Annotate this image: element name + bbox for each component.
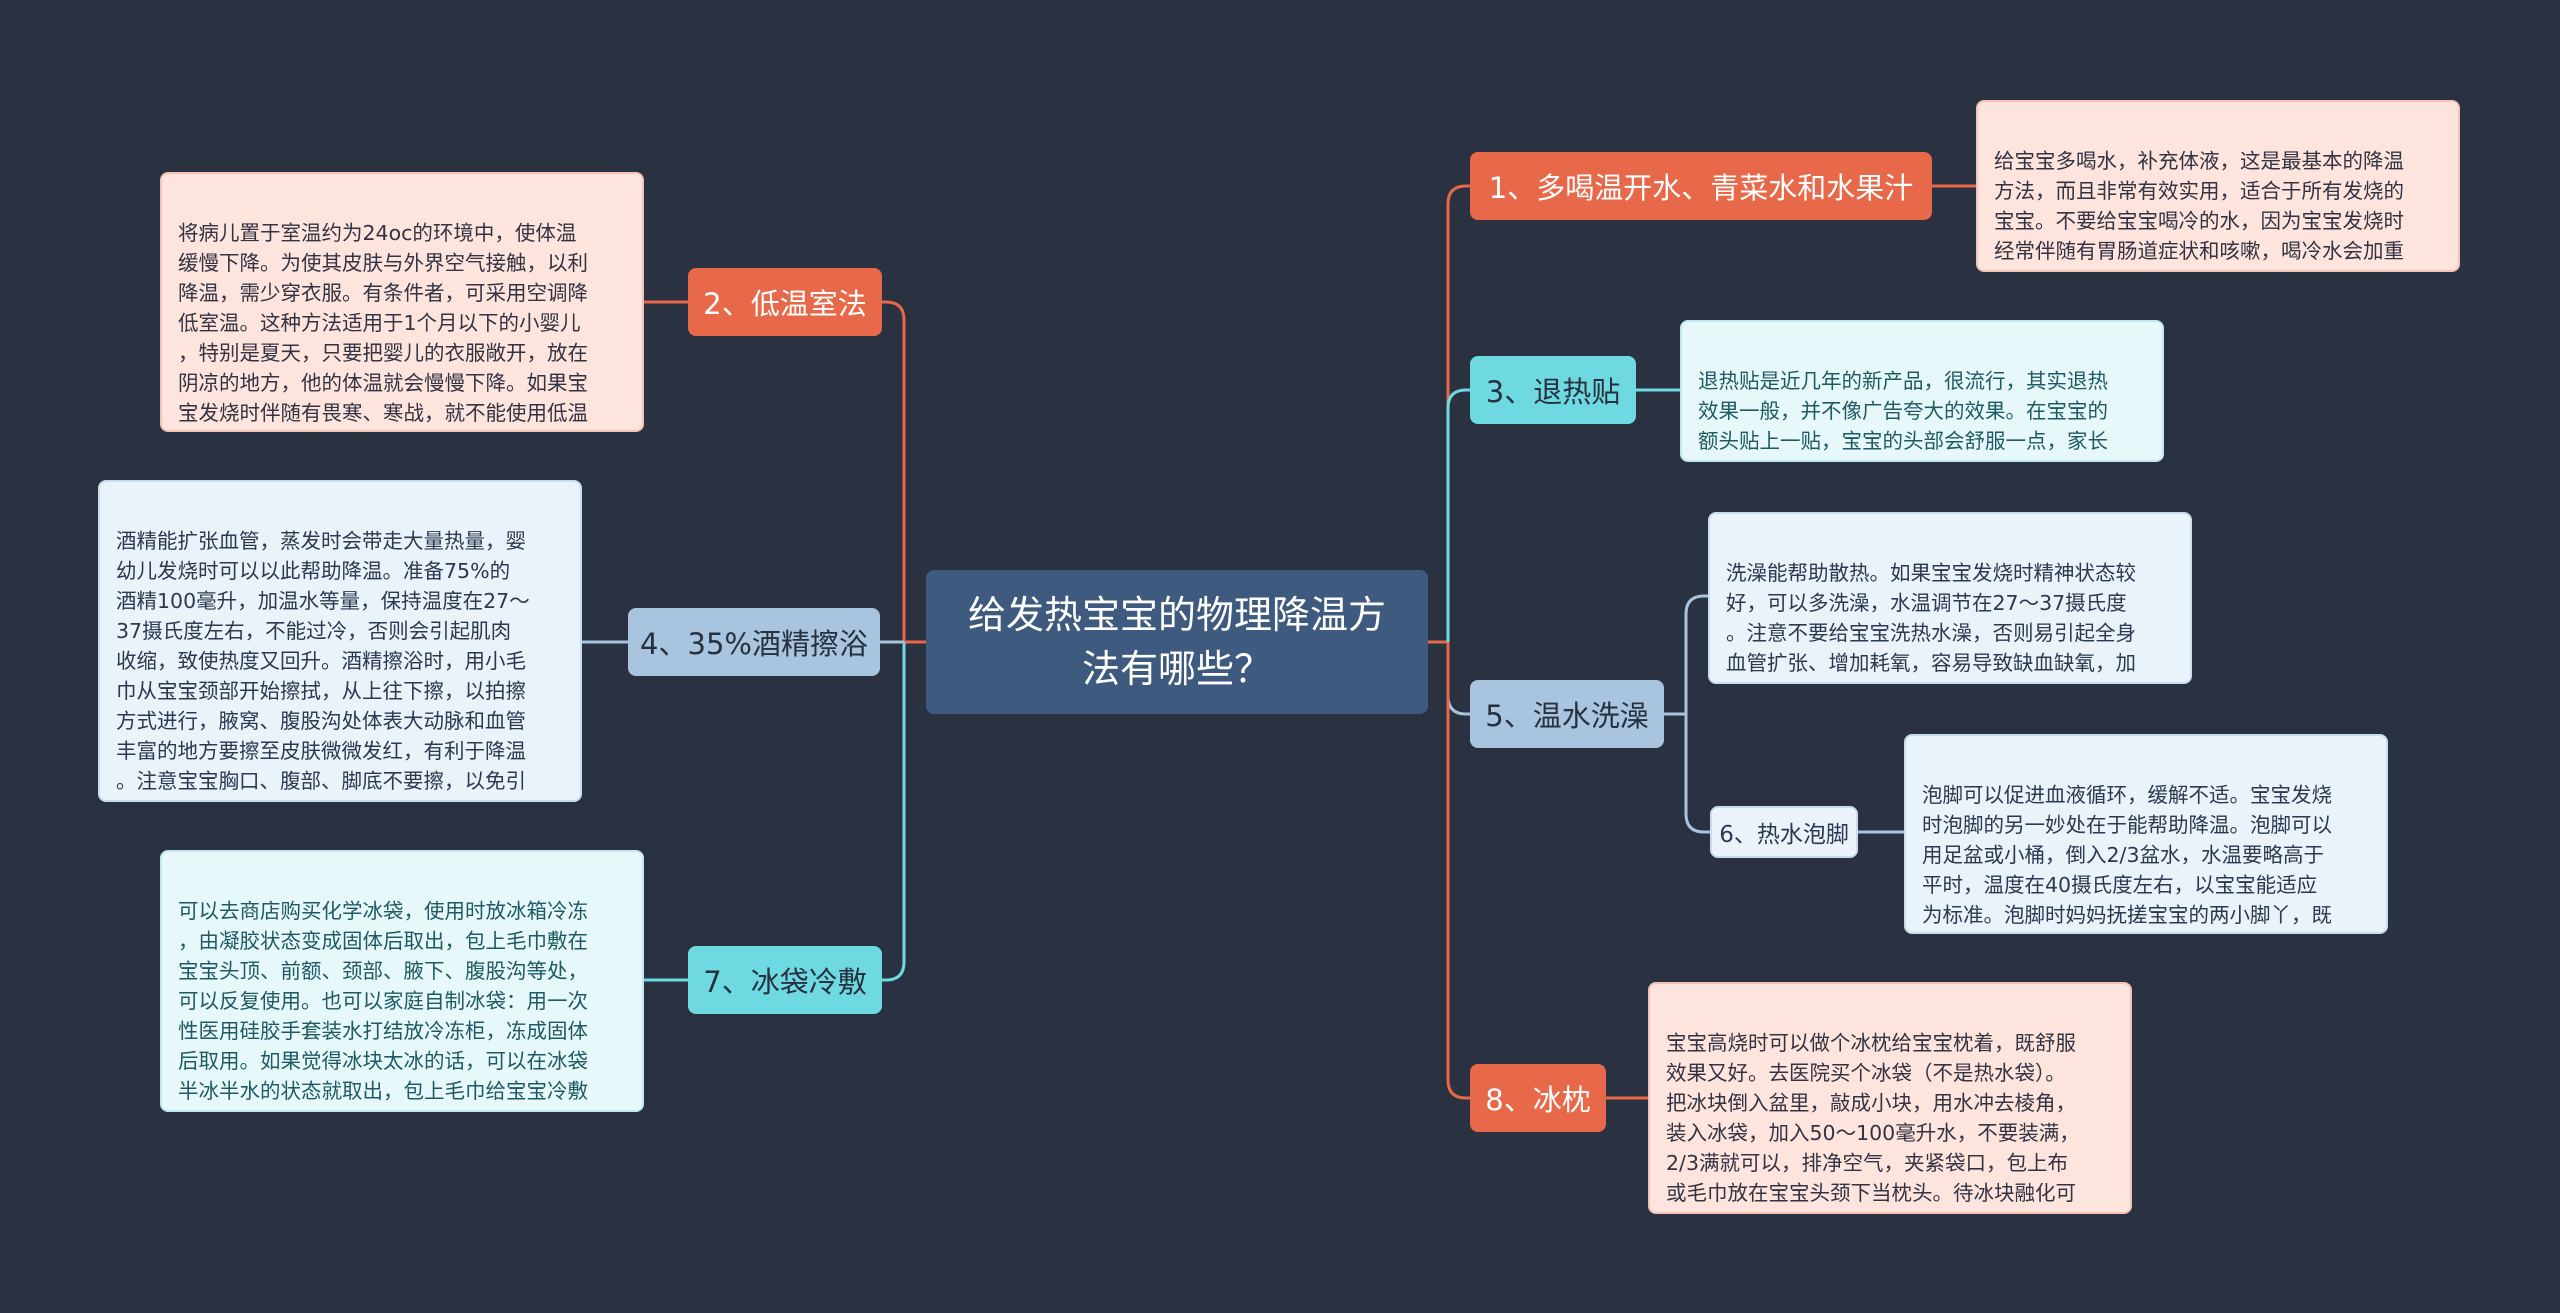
connector-note-5 (1684, 594, 1708, 714)
note-text: 给宝宝多喝水，补充体液，这是最基本的降温 方法，而且非常有效实用，适合于所有发烧… (1994, 149, 2404, 270)
note-text: 酒精能扩张血管，蒸发时会带走大量热量，婴 幼儿发烧时可以以此帮助降温。准备75%… (116, 529, 530, 800)
connector-branch-7 (882, 642, 906, 982)
connector-branch-1 (1446, 184, 1470, 642)
branch-ice-pack[interactable]: 7、冰袋冷敷 (688, 946, 882, 1014)
branch-foot-soak[interactable]: 6、热水泡脚 (1710, 806, 1858, 858)
note-foot-soak: 泡脚可以促进血液循环，缓解不适。宝宝发烧 时泡脚的另一妙处在于能帮助降温。泡脚可… (1904, 734, 2388, 934)
note-drink-warm-water: 给宝宝多喝水，补充体液，这是最基本的降温 方法，而且非常有效实用，适合于所有发烧… (1976, 100, 2460, 272)
note-text: 泡脚可以促进血液循环，缓解不适。宝宝发烧 时泡脚的另一妙处在于能帮助降温。泡脚可… (1922, 783, 2332, 927)
note-low-room-temperature: 将病儿置于室温约为24oc的环境中，使体温 缓慢下降。为使其皮肤与外界空气接触，… (160, 172, 644, 432)
connector-branch-2 (882, 300, 906, 642)
central-topic[interactable]: 给发热宝宝的物理降温方法有哪些？ (926, 570, 1428, 714)
note-text: 退热贴是近几年的新产品，很流行，其实退热 效果一般，并不像广告夸大的效果。在宝宝… (1698, 369, 2108, 460)
note-alcohol-rub: 酒精能扩张血管，蒸发时会带走大量热量，婴 幼儿发烧时可以以此帮助降温。准备75%… (98, 480, 582, 802)
note-fever-patch: 退热贴是近几年的新产品，很流行，其实退热 效果一般，并不像广告夸大的效果。在宝宝… (1680, 320, 2164, 462)
note-text: 将病儿置于室温约为24oc的环境中，使体温 缓慢下降。为使其皮肤与外界空气接触，… (178, 221, 588, 425)
branch-low-room-temperature[interactable]: 2、低温室法 (688, 268, 882, 336)
branch-label: 2、低温室法 (703, 287, 867, 321)
connector-branch-5 (1446, 642, 1470, 716)
branch-label: 4、35%酒精擦浴 (640, 627, 868, 661)
branch-drink-warm-water[interactable]: 1、多喝温开水、青菜水和水果汁 (1470, 152, 1932, 220)
note-text: 洗澡能帮助散热。如果宝宝发烧时精神状态较 好，可以多洗澡，水温调节在27～37摄… (1726, 561, 2136, 682)
note-ice-pack: 可以去商店购买化学冰袋，使用时放冰箱冷冻 ，由凝胶状态变成固体后取出，包上毛巾敷… (160, 850, 644, 1112)
branch-warm-bath[interactable]: 5、温水洗澡 (1470, 680, 1664, 748)
branch-label: 5、温水洗澡 (1485, 699, 1649, 733)
note-text: 宝宝高烧时可以做个冰枕给宝宝枕着，既舒服 效果又好。去医院买个冰袋（不是热水袋）… (1666, 1031, 2080, 1212)
connector-branch-8 (1446, 642, 1470, 1100)
note-ice-pillow: 宝宝高烧时可以做个冰枕给宝宝枕着，既舒服 效果又好。去医院买个冰袋（不是热水袋）… (1648, 982, 2132, 1214)
branch-label: 1、多喝温开水、青菜水和水果汁 (1488, 171, 1914, 205)
branch-label: 3、退热贴 (1485, 375, 1621, 409)
note-warm-bath: 洗澡能帮助散热。如果宝宝发烧时精神状态较 好，可以多洗澡，水温调节在27～37摄… (1708, 512, 2192, 684)
branch-ice-pillow[interactable]: 8、冰枕 (1470, 1064, 1606, 1132)
branch-label: 7、冰袋冷敷 (703, 965, 867, 999)
branch-alcohol-rub[interactable]: 4、35%酒精擦浴 (628, 608, 880, 676)
branch-label: 6、热水泡脚 (1719, 822, 1849, 848)
branch-label: 8、冰枕 (1485, 1083, 1591, 1117)
branch-fever-patch[interactable]: 3、退热贴 (1470, 356, 1636, 424)
connector-branch-3 (1446, 388, 1470, 642)
central-topic-title: 给发热宝宝的物理降温方法有哪些？ (967, 593, 1386, 691)
connector-branch-6 (1684, 714, 1710, 834)
note-text: 可以去商店购买化学冰袋，使用时放冰箱冷冻 ，由凝胶状态变成固体后取出，包上毛巾敷… (178, 899, 588, 1110)
